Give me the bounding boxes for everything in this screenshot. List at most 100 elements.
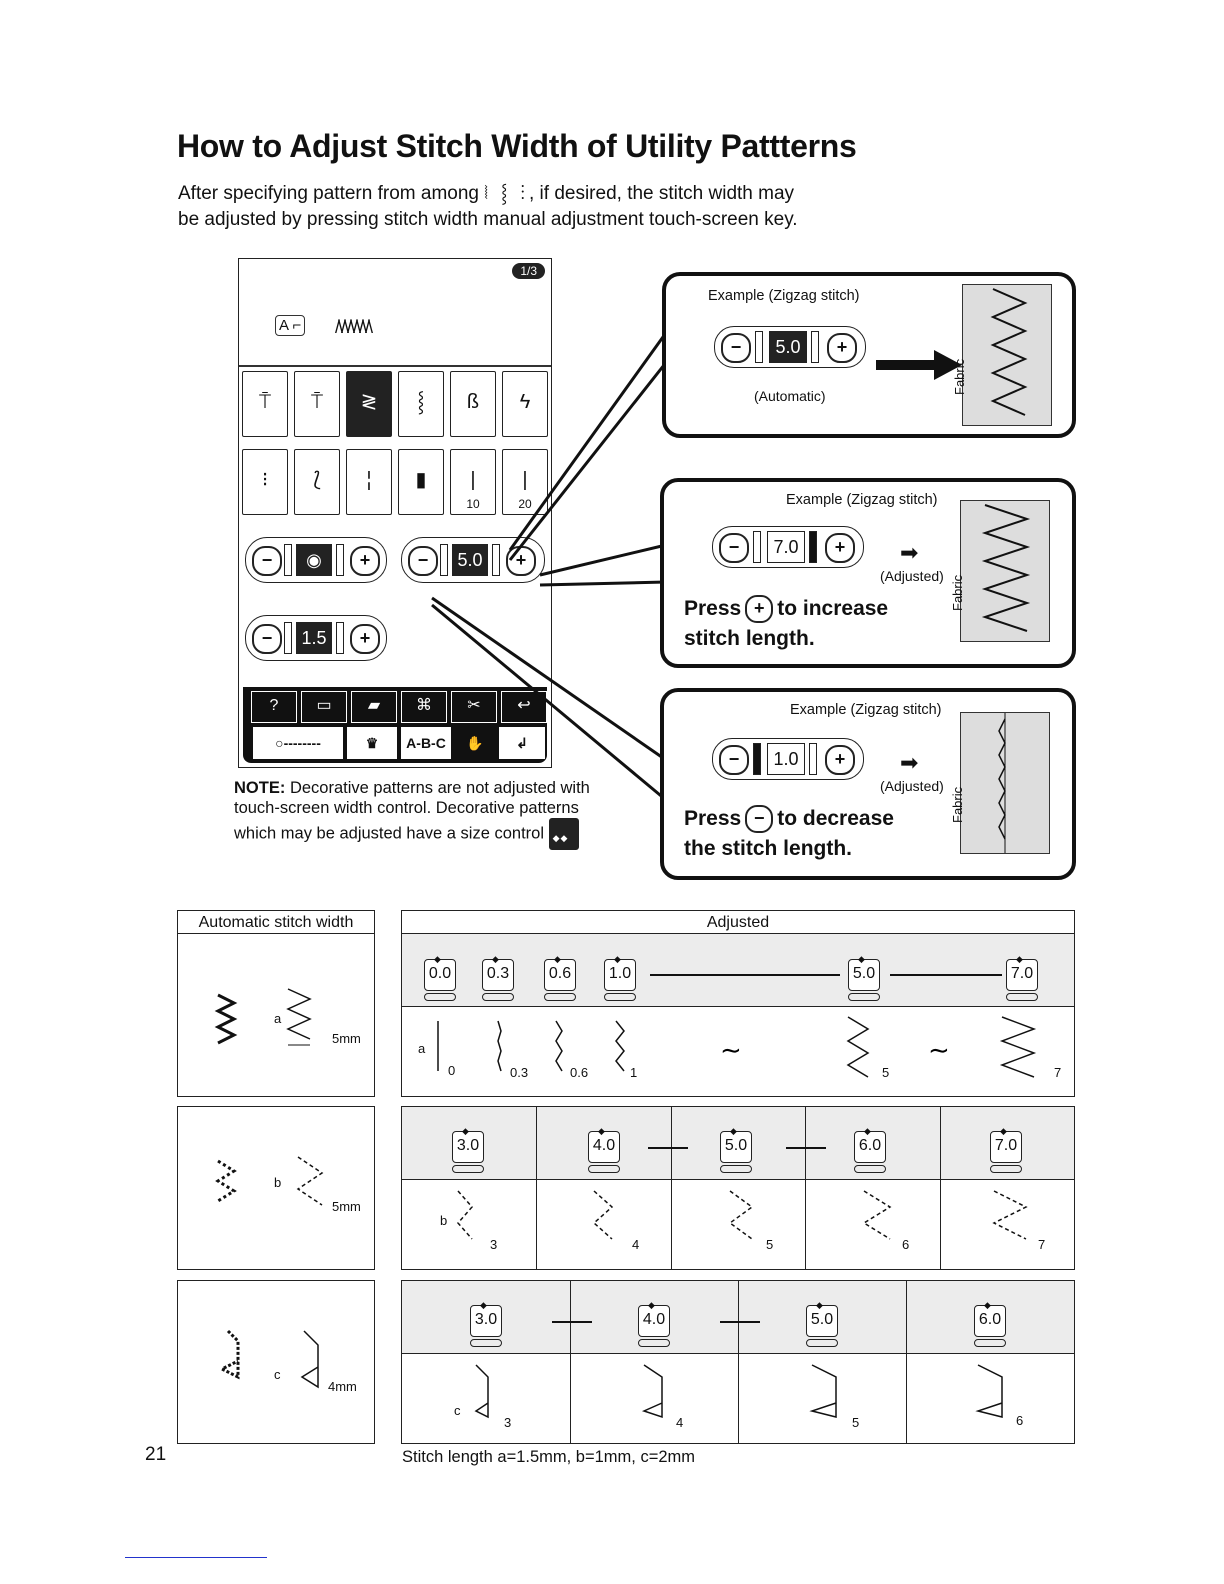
intro-text-start: After specifying pattern from among [178, 183, 479, 204]
pattern-key-triple-straight[interactable]: ¦ [346, 449, 392, 515]
width-dimension: 5 [766, 1237, 774, 1252]
width-dimension: 3 [490, 1237, 498, 1252]
abc-button[interactable]: A-B-C [401, 727, 451, 759]
width-dimension: 3 [504, 1415, 512, 1430]
callout-automatic: Example (Zigzag stitch) − 5.0 + (Automat… [662, 272, 1076, 438]
tension-control: − ◉ + [245, 537, 387, 583]
svg-text:∼: ∼ [928, 1036, 950, 1066]
presser-icon[interactable]: ♛ [347, 727, 397, 759]
dimension-letter: c [274, 1367, 281, 1382]
arrow-right-icon [876, 350, 962, 380]
stitch-width-control: − 5.0 + [401, 537, 545, 583]
arrow-right-icon: ➡ [900, 750, 919, 775]
dimension-letter: a [274, 1011, 282, 1026]
width-dimension: 6 [902, 1237, 910, 1252]
folder-open-icon[interactable]: ▰ [351, 691, 397, 723]
callout-title: Example (Zigzag stitch) [790, 702, 942, 718]
dimension-size: 4mm [328, 1379, 357, 1394]
blind-stitch-diagram [218, 1329, 319, 1389]
pattern-key-10[interactable]: |10 [450, 449, 496, 515]
cut-icon[interactable]: ✂ [451, 691, 497, 723]
width-key: 5.0 [720, 1117, 752, 1173]
stitch-width-diagrams: ∼ ∼ [437, 1016, 1037, 1078]
utility-pattern-icons: ⦚ ⸾ ⁝ [484, 183, 529, 203]
intro-text-line2: be adjusted by pressing stitch width man… [178, 209, 798, 230]
pattern-key-bar-tack[interactable]: ▮ [398, 449, 444, 515]
three-step-zigzag-diagram [215, 1156, 324, 1206]
plus-button: + [825, 745, 855, 775]
width-dimension: 1 [630, 1065, 638, 1080]
width-dimension: 7 [1038, 1237, 1046, 1252]
pattern-key-stretch[interactable]: ϟ [502, 371, 548, 437]
presser-foot-icon: A ⌐ [275, 315, 306, 336]
length-plus-button[interactable]: + [350, 624, 380, 654]
width-dimension: 5 [852, 1415, 860, 1430]
example-width-value: 5.0 [769, 331, 807, 363]
width-key: 1.0 [604, 945, 636, 1001]
pattern-key-serpentine[interactable]: ⟅ [294, 449, 340, 515]
pattern-key-overlock[interactable]: ß [450, 371, 496, 437]
dimension-letter: a [418, 1041, 426, 1056]
width-key: 7.0 [1006, 945, 1038, 1001]
touch-screen: 1/3 A ⌐ /\/\/\/\/\/\ ⍑ ⍑ ≷ ⸾ ß ϟ ⁝ ⟅ ¦ ▮… [238, 258, 552, 768]
pattern-key-straight-center[interactable]: ⍑ [294, 371, 340, 437]
width-dimension: 5 [882, 1065, 890, 1080]
needle-position-icon[interactable]: ○-------- [253, 727, 343, 759]
page-title: How to Adjust Stitch Width of Utility Pa… [177, 128, 857, 164]
adjusted-caption: (Adjusted) [880, 568, 944, 584]
three-step-diagrams [457, 1190, 1028, 1240]
reverse-icon[interactable]: ↩ [501, 691, 547, 723]
fabric-sample: Fabric [952, 284, 1052, 426]
tension-minus-button[interactable]: − [252, 546, 282, 576]
mirror-icon[interactable]: ⌘ [401, 691, 447, 723]
minus-icon: − [745, 805, 774, 834]
width-key: 6.0 [974, 1291, 1006, 1347]
adjusted-caption: (Adjusted) [880, 778, 944, 794]
width-dimension: 0 [448, 1063, 456, 1078]
width-minus-button[interactable]: − [408, 546, 438, 576]
length-value: 1.5 [296, 622, 332, 654]
width-key: 0.3 [482, 945, 514, 1001]
pattern-key-straight-left[interactable]: ⍑ [242, 371, 288, 437]
plus-button-pressed: + [825, 533, 855, 563]
pattern-key-blind[interactable]: ⸾ [398, 371, 444, 437]
note-label: NOTE: [234, 779, 286, 797]
memory-save-icon[interactable]: ▭ [301, 691, 347, 723]
adjusted-table-row3: 3.0 4.0 5.0 6.0 c 3 4 5 6 [401, 1280, 1075, 1444]
width-dimension: 7 [1054, 1065, 1062, 1080]
selected-pattern-area: 1/3 A ⌐ /\/\/\/\/\/\ [239, 259, 551, 367]
dimension-letter: c [454, 1403, 461, 1418]
pattern-key-20[interactable]: |20 [502, 449, 548, 515]
arrow-left-line [552, 1321, 592, 1323]
length-minus-button[interactable]: − [252, 624, 282, 654]
width-key: 0.6 [544, 945, 576, 1001]
width-key: 6.0 [854, 1117, 886, 1173]
width-key: 4.0 [588, 1117, 620, 1173]
dimension-letter: b [274, 1175, 282, 1190]
callout-title: Example (Zigzag stitch) [708, 288, 860, 304]
arrow-line [650, 974, 840, 976]
adjusted-header: Adjusted [402, 911, 1074, 934]
screen-toolbar: ? ▭ ▰ ⌘ ✂ ↩ ○-------- ♛ A-B-C ✋ ↲ [243, 687, 547, 763]
note-text: Decorative patterns are not adjusted wit… [234, 779, 590, 843]
zigzag-diagram [214, 988, 312, 1046]
width-dimension: 4 [632, 1237, 640, 1252]
help-button[interactable]: ? [251, 691, 297, 723]
intro-paragraph: After specifying pattern from among ⦚ ⸾ … [178, 180, 938, 233]
width-key: 7.0 [990, 1117, 1022, 1173]
pattern-key-zigzag[interactable]: ≷ [346, 371, 392, 437]
pattern-key-3step-zigzag[interactable]: ⁝ [242, 449, 288, 515]
width-plus-button[interactable]: + [506, 546, 536, 576]
width-key: 5.0 [848, 945, 880, 1001]
tension-plus-button[interactable]: + [350, 546, 380, 576]
return-icon[interactable]: ↲ [499, 727, 545, 759]
fabric-label: Fabric [950, 574, 965, 611]
page-indicator[interactable]: 1/3 [512, 263, 545, 279]
automatic-width-cell-3: c 4mm [177, 1280, 375, 1444]
arrow-right-line [720, 1321, 760, 1323]
hand-icon[interactable]: ✋ [455, 727, 495, 759]
example-width-value: 7.0 [767, 531, 805, 563]
width-key: 5.0 [806, 1291, 838, 1347]
tension-indicator-icon: ◉ [296, 544, 332, 576]
